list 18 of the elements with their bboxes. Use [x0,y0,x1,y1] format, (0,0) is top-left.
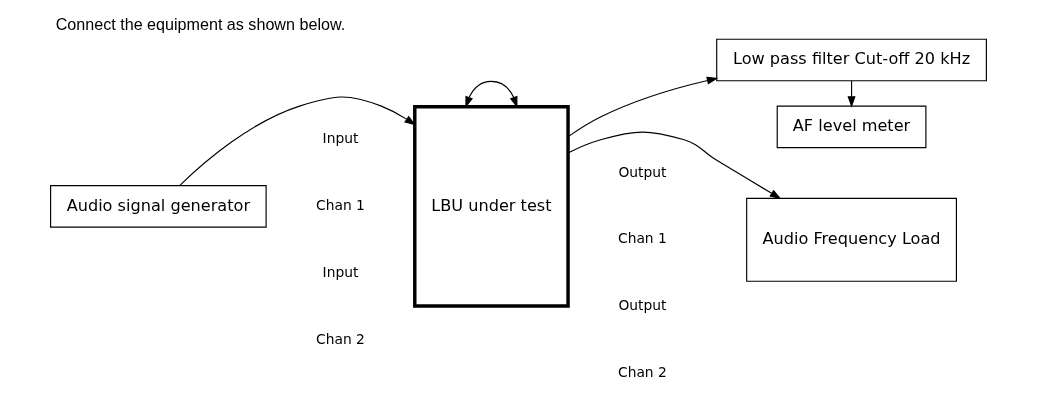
label: Input [322,263,359,280]
label: Chan 2 [617,364,667,381]
label: Chan 2 [316,330,365,347]
label: Output [618,297,667,314]
arrow [465,80,518,108]
diagram-title: Connect the equipment as shown below. [55,15,346,34]
arrow [567,76,719,138]
node-box: AF level meter [776,105,927,149]
label: Chan 1 [316,196,365,213]
arrow [567,131,782,200]
node-box: Audio Frequency Load [746,197,957,282]
node-box: Audio signal generator [50,185,267,228]
label: Input [322,130,359,147]
node-box: LBU under test [413,104,570,308]
label: Chan 1 [617,230,667,247]
label: Output [618,163,667,180]
arrow [179,96,416,186]
node-box: Low pass filter Cut-off 20 kHz [716,38,987,82]
